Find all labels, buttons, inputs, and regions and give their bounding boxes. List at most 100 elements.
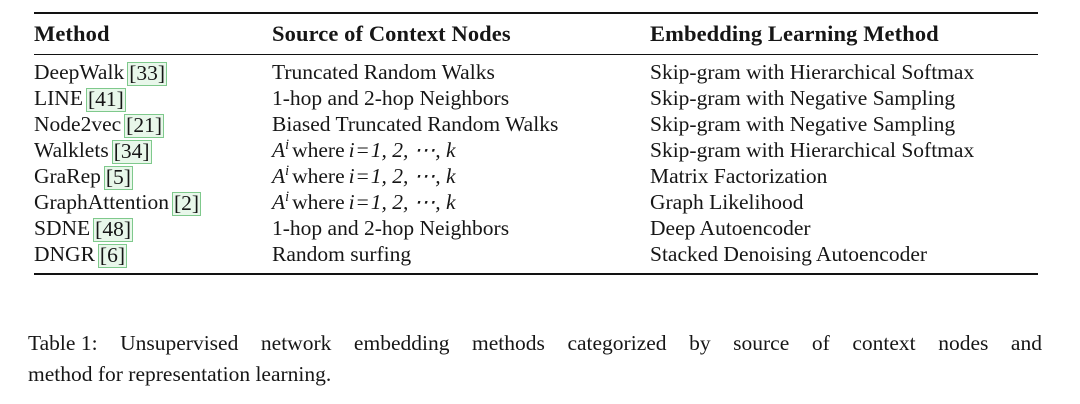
table-bottom-rule (34, 273, 1038, 275)
table-header-rule (34, 54, 1038, 55)
caption-word: embedding (353, 331, 450, 355)
source-text: 1-hop and 2-hop Neighbors (272, 86, 510, 110)
caption-word: of (811, 331, 830, 355)
math-variable: i (348, 138, 355, 162)
method-name: SDNE (34, 216, 91, 240)
table-caption: Table 1: Unsupervised network embedding … (28, 328, 1042, 390)
cell-method: DeepWalk[33] (34, 60, 272, 86)
caption-word: source (733, 331, 790, 355)
caption-word: network (260, 331, 332, 355)
citation-link[interactable]: [33] (127, 61, 168, 86)
method-name: DNGR (34, 242, 95, 266)
cell-method: LINE[41] (34, 86, 272, 112)
citation-link[interactable]: [48] (93, 217, 133, 242)
math-base: A (272, 164, 286, 188)
embedding-text: Matrix Factorization (650, 164, 828, 188)
column-header-method: Method (34, 21, 110, 46)
caption-word: context (852, 331, 916, 355)
source-text: Biased Truncated Random Walks (272, 112, 559, 136)
math-equals: = (356, 164, 369, 188)
source-text: Random surfing (272, 242, 412, 266)
math-variable: i (348, 164, 355, 188)
caption-word: nodes (938, 331, 989, 355)
column-header-embedding-learning-method: Embedding Learning Method (650, 21, 939, 46)
table-row: Node2vec[21]Biased Truncated Random Walk… (34, 112, 1038, 138)
embedding-text: Deep Autoencoder (650, 216, 811, 240)
cell-embedding-learning-method: Deep Autoencoder (650, 216, 1038, 241)
citation-link[interactable]: [2] (171, 191, 202, 216)
math-values: 1, 2, ⋯, k (370, 164, 456, 188)
method-name: GraRep (34, 164, 101, 188)
embedding-text: Skip-gram with Hierarchical Softmax (650, 138, 975, 162)
math-variable: i (348, 190, 355, 214)
caption-word: Unsupervised (120, 331, 239, 355)
citation-link[interactable]: [34] (111, 139, 152, 164)
embedding-text: Stacked Denoising Autoencoder (650, 242, 928, 266)
cell-method: SDNE[48] (34, 216, 272, 242)
math-values: 1, 2, ⋯, k (370, 138, 456, 162)
source-text: 1-hop and 2-hop Neighbors (272, 216, 510, 240)
caption-word: methods (472, 331, 545, 355)
cell-source-of-context-nodes: Truncated Random Walks (272, 60, 650, 85)
table-top-rule (34, 12, 1038, 14)
citation-link[interactable]: [6] (97, 243, 127, 268)
cell-source-of-context-nodes: Biased Truncated Random Walks (272, 112, 650, 137)
math-where: where (292, 190, 345, 214)
citation-link[interactable]: [5] (103, 165, 133, 190)
source-text: Truncated Random Walks (272, 60, 495, 84)
math-exponent: i (285, 188, 290, 205)
cell-embedding-learning-method: Skip-gram with Negative Sampling (650, 112, 1038, 137)
caption-label: Table 1: (28, 331, 98, 355)
cell-method: Node2vec[21] (34, 112, 272, 138)
caption-word: and (1010, 331, 1042, 355)
cell-source-of-context-nodes: Random surfing (272, 242, 650, 267)
cell-method: GraphAttention[2] (34, 190, 272, 216)
cell-method: GraRep[5] (34, 164, 272, 190)
embedding-text: Skip-gram with Negative Sampling (650, 112, 956, 136)
citation-link[interactable]: [21] (124, 113, 164, 138)
math-base: A (272, 138, 286, 162)
column-header-source-of-context-nodes: Source of Context Nodes (272, 21, 511, 46)
caption-line-2: method for representation learning. (28, 362, 332, 386)
cell-source-of-context-nodes: 1-hop and 2-hop Neighbors (272, 86, 650, 111)
cell-embedding-learning-method: Matrix Factorization (650, 164, 1038, 189)
embedding-text: Graph Likelihood (650, 190, 804, 214)
method-name: DeepWalk (34, 60, 125, 84)
math-equals: = (356, 190, 369, 214)
table-header: Method Source of Context Nodes Embedding… (34, 14, 1038, 54)
math-base: A (272, 190, 286, 214)
cell-embedding-learning-method: Skip-gram with Hierarchical Softmax (650, 60, 1038, 85)
caption-word: by (689, 331, 711, 355)
embedding-text: Skip-gram with Hierarchical Softmax (650, 60, 975, 84)
table-1: Method Source of Context Nodes Embedding… (34, 12, 1038, 275)
cell-embedding-learning-method: Skip-gram with Hierarchical Softmax (650, 138, 1038, 163)
method-name: Node2vec (34, 112, 122, 136)
cell-embedding-learning-method: Graph Likelihood (650, 190, 1038, 215)
method-name: LINE (34, 86, 83, 110)
caption-line-1: Table 1: Unsupervised network embedding … (28, 328, 1042, 359)
method-name: Walklets (34, 138, 109, 162)
math-exponent: i (285, 136, 290, 153)
math-where: where (292, 138, 345, 162)
cell-source-of-context-nodes: 1-hop and 2-hop Neighbors (272, 216, 650, 241)
math-equals: = (356, 138, 369, 162)
method-name: GraphAttention (34, 190, 169, 214)
caption-word: categorized (567, 331, 667, 355)
citation-link[interactable]: [41] (85, 87, 126, 112)
cell-embedding-learning-method: Skip-gram with Negative Sampling (650, 86, 1038, 111)
cell-method: DNGR[6] (34, 242, 272, 268)
